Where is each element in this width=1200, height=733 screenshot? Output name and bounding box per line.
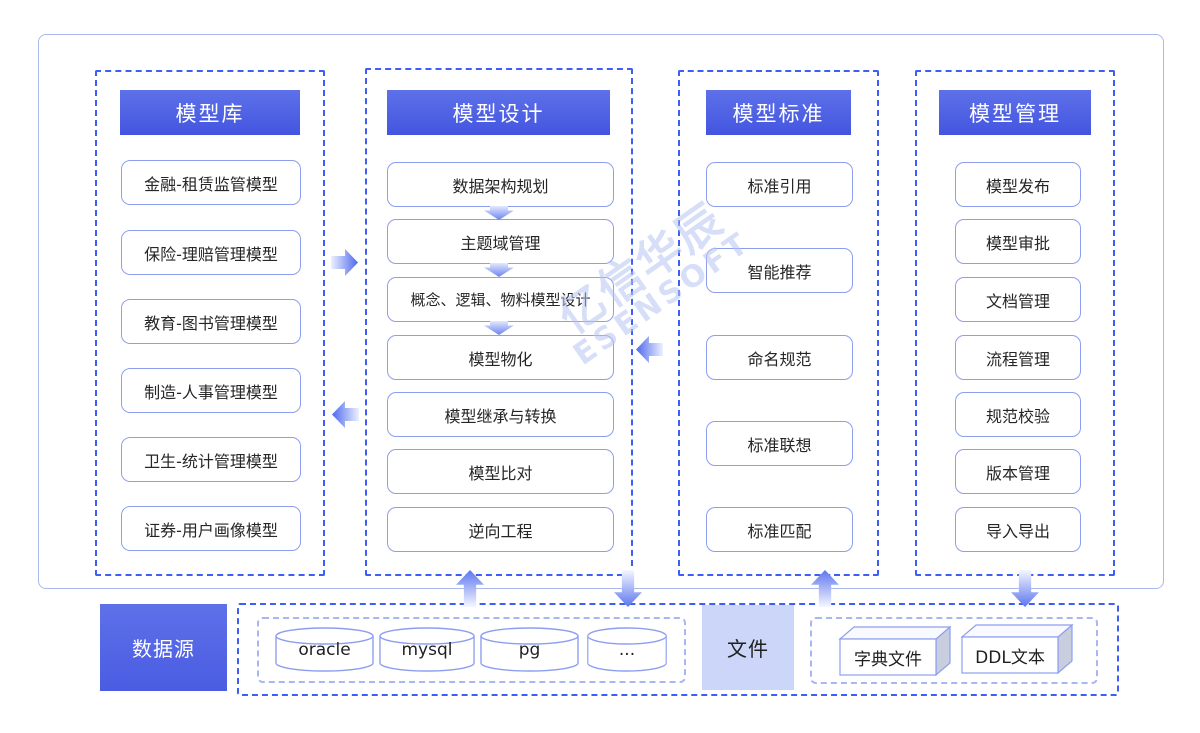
flow-down-arrow-icon: [484, 321, 514, 335]
model-library-header: 模型库: [120, 90, 300, 135]
model-management-header: 模型管理: [939, 90, 1091, 135]
flow-down-arrow-icon: [484, 263, 514, 277]
database-label: mysql: [401, 640, 453, 660]
ddl-text-box: DDL文本: [960, 623, 1076, 675]
file-box: 文件: [702, 605, 794, 690]
model-design-header: 模型设计: [387, 90, 610, 135]
dict-file-label: 字典文件: [854, 649, 922, 670]
model-library-node: 教育-图书管理模型: [121, 299, 301, 344]
database-cylinder: oracle: [275, 627, 374, 673]
model-management-node: 导入导出: [955, 507, 1081, 552]
model-library-node: 保险-理赔管理模型: [121, 230, 301, 275]
database-label: pg: [518, 640, 541, 660]
model-design-node: 模型比对: [387, 449, 614, 494]
model-library-node: 卫生-统计管理模型: [121, 437, 301, 482]
cube-icon: [960, 623, 1074, 675]
column-model-management: 模型管理 模型发布 模型审批 文档管理 流程管理 规范校验 版本管理 导入导出: [915, 70, 1115, 576]
database-cylinder: ...: [587, 627, 667, 673]
model-standard-node: 标准匹配: [706, 507, 853, 552]
model-standard-node: 智能推荐: [706, 248, 853, 293]
model-management-node: 模型审批: [955, 219, 1081, 264]
file-group: [810, 617, 1098, 684]
cylinder-icon: [587, 627, 667, 672]
column-model-standard: 模型标准 标准引用 智能推荐 命名规范 标准联想 标准匹配: [678, 70, 879, 576]
cylinder-icon: [480, 627, 579, 672]
database-cylinder: mysql: [379, 627, 475, 673]
column-model-design: 模型设计 数据架构规划 主题域管理 概念、逻辑、物料模型设计 模型物化 模型继承…: [365, 68, 633, 576]
dict-file-box: 字典文件: [838, 625, 954, 677]
database-label: oracle: [298, 640, 351, 660]
cube-icon: [838, 625, 952, 677]
model-library-node: 制造-人事管理模型: [121, 368, 301, 413]
model-design-node: 数据架构规划: [387, 162, 614, 207]
database-group: [257, 617, 686, 683]
model-library-node: 金融-租赁监管模型: [121, 160, 301, 205]
ddl-text-label: DDL文本: [975, 647, 1045, 668]
flow-down-arrow-icon: [484, 206, 514, 220]
model-management-node: 文档管理: [955, 277, 1081, 322]
cylinder-icon: [379, 627, 475, 672]
cylinder-icon: [275, 627, 374, 672]
model-design-node: 概念、逻辑、物料模型设计: [387, 277, 614, 322]
model-design-node: 主题域管理: [387, 219, 614, 264]
model-management-node: 模型发布: [955, 162, 1081, 207]
model-library-node: 证券-用户画像模型: [121, 506, 301, 551]
datasource-box: 数据源: [100, 604, 227, 691]
source-container: oracle mysql pg ... 文件: [237, 603, 1119, 696]
database-cylinder: pg: [480, 627, 579, 673]
model-management-node: 流程管理: [955, 335, 1081, 380]
database-label: ...: [618, 640, 636, 660]
model-management-node: 版本管理: [955, 449, 1081, 494]
column-model-library: 模型库 金融-租赁监管模型 保险-理赔管理模型 教育-图书管理模型 制造-人事管…: [95, 70, 325, 576]
model-standard-node: 标准引用: [706, 162, 853, 207]
model-standard-node: 命名规范: [706, 335, 853, 380]
model-management-node: 规范校验: [955, 392, 1081, 437]
model-standard-node: 标准联想: [706, 421, 853, 466]
model-design-node: 模型继承与转换: [387, 392, 614, 437]
model-design-node: 模型物化: [387, 335, 614, 380]
model-standard-header: 模型标准: [706, 90, 851, 135]
model-design-node: 逆向工程: [387, 507, 614, 552]
